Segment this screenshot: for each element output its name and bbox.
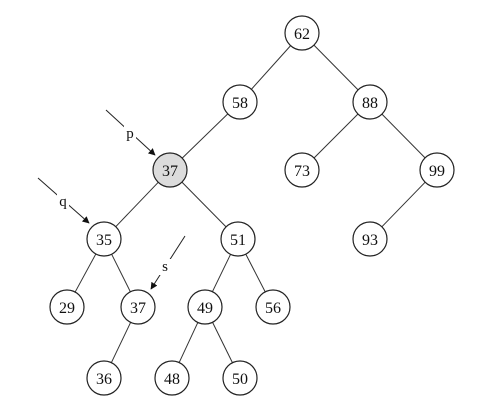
tree-node-n29: 29: [49, 289, 85, 325]
edge-n88-n99: [381, 113, 426, 159]
node-label: 99: [429, 163, 445, 180]
tree-node-n93: 93: [352, 221, 388, 257]
node-label: 49: [197, 300, 213, 317]
node-label: 35: [96, 232, 112, 249]
node-label: 51: [230, 232, 246, 249]
pointer-label: p: [126, 126, 134, 142]
node-circle: [352, 221, 388, 257]
node-label: 62: [294, 26, 310, 43]
edge-n99-n93: [381, 181, 426, 228]
edge-n35-n29: [74, 253, 97, 293]
tree-edges: [74, 44, 426, 363]
edge-n58-n37a: [181, 113, 229, 159]
node-label: 37: [162, 163, 178, 180]
node-circle: [120, 289, 156, 325]
node-label: 73: [294, 163, 310, 180]
tree-node-n37b: 37: [120, 289, 156, 325]
node-label: 88: [362, 95, 378, 112]
pointer-label-background: [57, 194, 69, 210]
pointer-q: q: [37, 177, 90, 224]
node-circle: [222, 360, 258, 396]
node-circle: [86, 221, 122, 257]
node-circle: [255, 289, 291, 325]
tree-node-n88: 88: [352, 84, 388, 120]
pointer-label: s: [162, 259, 168, 275]
node-label: 58: [232, 95, 248, 112]
pointer-p: p: [105, 109, 156, 156]
node-circle: [419, 152, 455, 188]
edge-n62-n58: [250, 45, 292, 90]
edge-n37b-n36: [110, 322, 132, 363]
node-label: 37: [130, 300, 146, 317]
tree-node-n48: 48: [154, 360, 190, 396]
edge-n49-n50: [212, 322, 233, 363]
tree-node-n37a: 37: [152, 152, 188, 188]
tree-node-n51: 51: [220, 221, 256, 257]
pointer-label-background: [124, 126, 136, 142]
edge-n35-n37b: [111, 253, 131, 293]
edge-n37a-n51: [181, 181, 227, 228]
node-label: 50: [232, 371, 248, 388]
tree-node-n62: 62: [284, 15, 320, 51]
node-label: 29: [59, 300, 75, 317]
edge-n88-n73: [313, 113, 359, 159]
tree-node-n49: 49: [187, 289, 223, 325]
node-circle: [187, 289, 223, 325]
pointer-s: s: [150, 235, 186, 290]
node-label: 48: [164, 371, 180, 388]
node-label: 93: [362, 232, 378, 249]
node-circle: [86, 360, 122, 396]
node-circle: [284, 152, 320, 188]
edge-n49-n48: [178, 322, 199, 363]
node-label: 36: [96, 371, 112, 388]
tree-node-n50: 50: [222, 360, 258, 396]
tree-node-n58: 58: [222, 84, 258, 120]
node-circle: [220, 221, 256, 257]
edge-n51-n49: [211, 254, 232, 292]
node-circle: [49, 289, 85, 325]
edge-n51-n56: [245, 253, 266, 293]
tree-node-n36: 36: [86, 360, 122, 396]
tree-node-n35: 35: [86, 221, 122, 257]
node-circle: [352, 84, 388, 120]
edge-n62-n88: [313, 44, 359, 91]
node-circle: [154, 360, 190, 396]
node-circle: [222, 84, 258, 120]
pointer-label-background: [159, 259, 171, 275]
edge-n37a-n35: [115, 181, 159, 228]
node-label: 56: [265, 300, 281, 317]
tree-node-n73: 73: [284, 152, 320, 188]
node-circle: [284, 15, 320, 51]
tree-node-n56: 56: [255, 289, 291, 325]
pointer-label: q: [59, 194, 67, 210]
tree-nodes: 62 58 88 37 73 99 35 51 93 29 37 49 56 36 48 50: [49, 15, 455, 396]
pointer-arrows: p q s: [37, 109, 186, 290]
highlighted-node-circle: [152, 152, 188, 188]
tree-node-n99: 99: [419, 152, 455, 188]
